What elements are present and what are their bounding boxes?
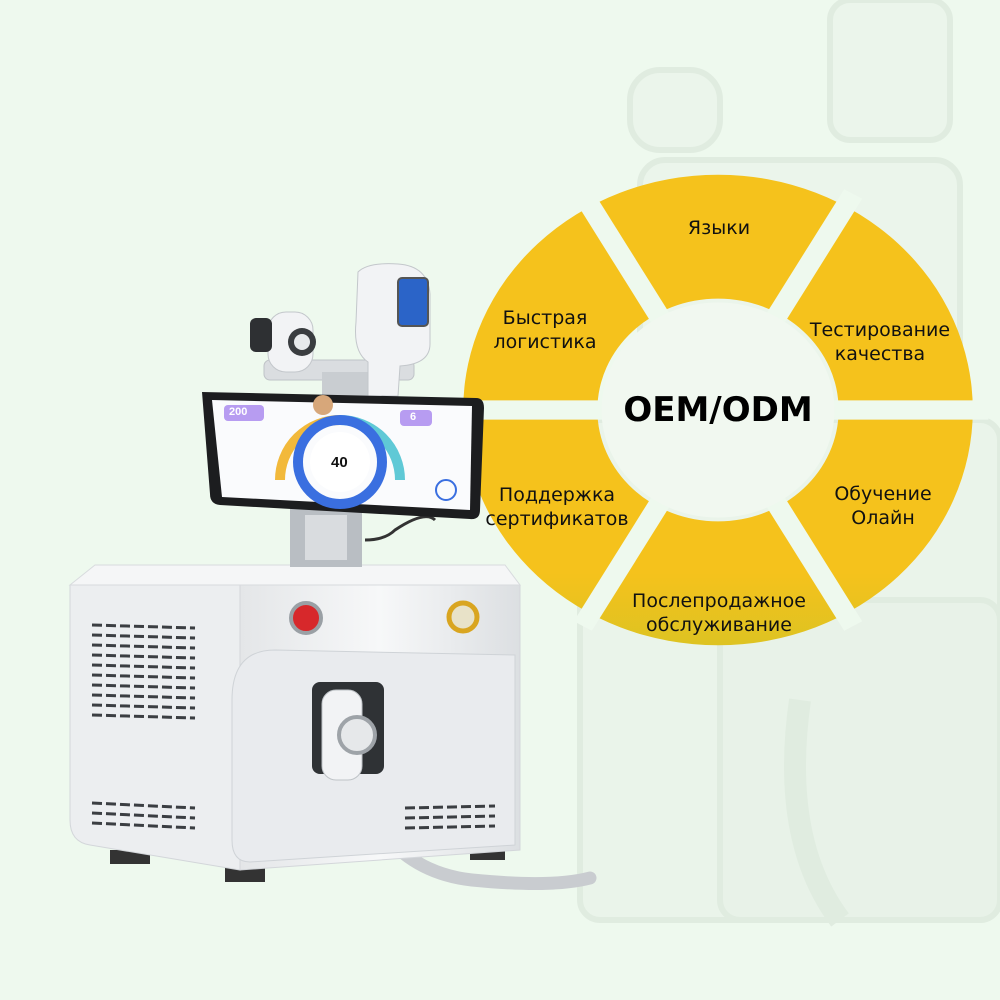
segment-quality-testing: Тестирование качества — [810, 318, 950, 366]
segment-label: Поддержка — [498, 484, 616, 506]
segment-languages: Языки — [688, 216, 750, 240]
segment-fast-logistics: Быстрая логистика — [493, 306, 596, 354]
oem-odm-ring-diagram — [447, 174, 989, 646]
segment-label: сертификатов — [485, 508, 629, 530]
segment-label: обслуживание — [646, 614, 792, 636]
segment-label: Обучение — [834, 483, 932, 505]
ring-segments — [463, 174, 973, 646]
laser-machine — [68, 263, 597, 891]
screen-fluence-value: 40 — [331, 454, 348, 471]
center-title: OEM/ODM — [623, 390, 813, 430]
emergency-stop-button[interactable] — [289, 601, 323, 635]
segment-certificate-support: Поддержка сертификатов — [485, 483, 628, 531]
segment-label: качества — [834, 343, 926, 365]
screen-frequency-value: 6 — [410, 411, 417, 423]
segment-label: Быстрая — [502, 307, 588, 329]
ring-center — [601, 302, 835, 518]
segment-label: Языки — [687, 217, 751, 239]
key-switch[interactable] — [446, 600, 480, 634]
screen-energy-value: 200 — [229, 406, 248, 418]
segment-label: логистика — [493, 331, 597, 353]
segment-label: Послепродажное — [632, 590, 806, 612]
segment-label: Тестирование — [809, 319, 951, 341]
handpiece-screen — [397, 277, 429, 327]
segment-after-sales-service: Послепродажное обслуживание — [632, 589, 806, 637]
segment-label: Олайн — [851, 507, 915, 529]
vent-grille — [91, 623, 496, 830]
segment-online-training: Обучение Олайн — [834, 482, 931, 530]
